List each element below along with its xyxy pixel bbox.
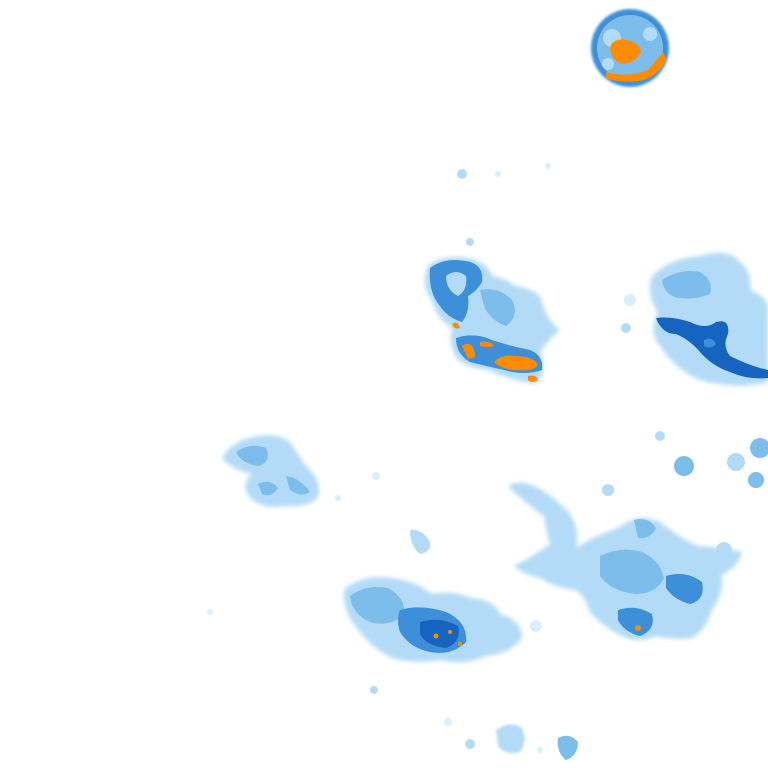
rain-cell-bottom-scatter	[444, 718, 578, 760]
rain-cell-lower-right	[508, 482, 742, 640]
rain-cell-top-right	[591, 9, 669, 87]
rain-cell-center	[424, 163, 560, 384]
rain-cell-lower-left	[207, 529, 542, 694]
rain-cell-left-mid	[222, 435, 380, 507]
rain-cell-right-band	[621, 252, 768, 488]
